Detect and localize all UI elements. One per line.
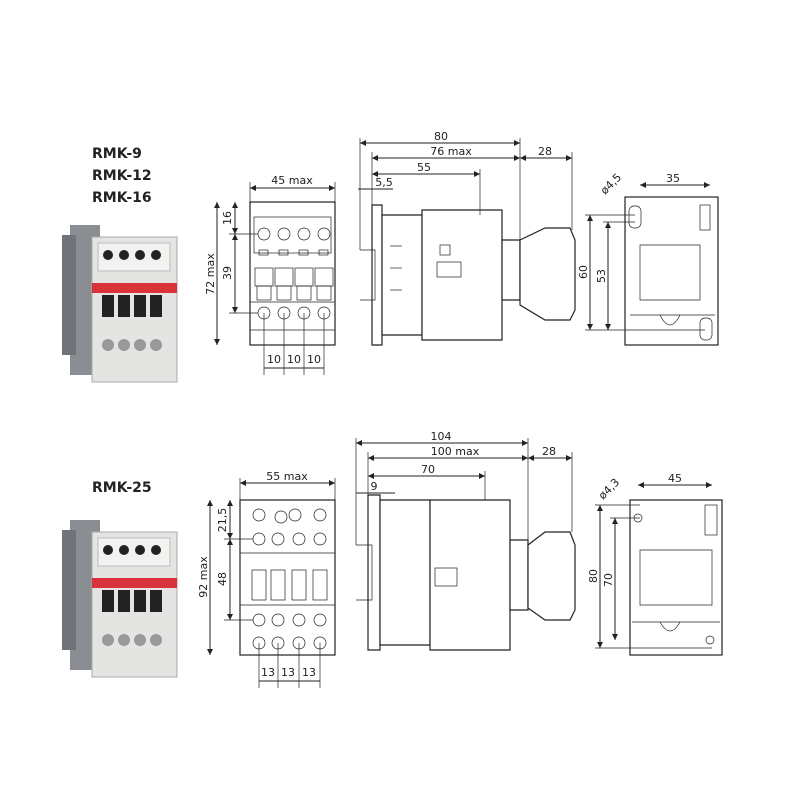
- dim-height: 72 max: [204, 253, 217, 295]
- dim-h2: 53: [595, 269, 608, 283]
- model-labels-small: RMK-9 RMK-12 RMK-16: [92, 146, 152, 206]
- rear-view-small: 35 ø4,5 60 53: [577, 171, 719, 346]
- dim-mount-width: 35: [666, 172, 680, 185]
- dim-pitch: 10: [307, 353, 321, 366]
- model-label: RMK-12: [92, 168, 152, 184]
- dim-accessory: 28: [542, 445, 556, 458]
- dim-rail: 5,5: [375, 176, 393, 189]
- side-view-large: 104 100 max 28 70 9: [355, 430, 576, 651]
- dim-pitch: 10: [287, 353, 301, 366]
- front-view-small: 45 max 72 max 16 39 10 10 10: [204, 174, 336, 375]
- dim-depth-max: 76 max: [430, 145, 472, 158]
- side-view-small: 80 76 max 28 55 5,5: [358, 130, 576, 346]
- dim-width: 55 max: [266, 470, 308, 483]
- model-label: RMK-25: [92, 480, 152, 496]
- model-label: RMK-16: [92, 190, 152, 206]
- dim-pitch: 13: [261, 666, 275, 679]
- dim-d1: 16: [221, 211, 234, 225]
- dim-h2: 70: [602, 573, 615, 587]
- dim-hole: ø4,3: [596, 476, 622, 502]
- dim-accessory: 28: [538, 145, 552, 158]
- dim-pitch: 10: [267, 353, 281, 366]
- dim-d2: 39: [221, 266, 234, 280]
- product-photo-rmk-25: [61, 519, 178, 678]
- dim-hole: ø4,5: [598, 171, 624, 197]
- dim-70: 70: [421, 463, 435, 476]
- dim-d2: 48: [216, 572, 229, 586]
- dim-h1: 60: [577, 265, 590, 279]
- model-label: RMK-9: [92, 146, 142, 162]
- dim-mount-width: 45: [668, 472, 682, 485]
- dim-depth-total: 104: [431, 430, 452, 443]
- dim-h1: 80: [587, 569, 600, 583]
- dim-depth-max: 100 max: [431, 445, 480, 458]
- dim-width: 45 max: [271, 174, 313, 187]
- dim-pitch: 13: [302, 666, 316, 679]
- dim-depth-total: 80: [434, 130, 448, 143]
- product-photo-rmk-9: [61, 224, 178, 383]
- dim-d1: 21,5: [216, 508, 229, 533]
- rear-view-large: 45 ø4,3 80 70: [587, 472, 723, 656]
- dim-pitch: 13: [281, 666, 295, 679]
- dim-rail: 9: [371, 480, 378, 493]
- front-view-large: 55 max 92 max 21,5 48 13 13 13: [197, 470, 336, 688]
- dim-55: 55: [417, 161, 431, 174]
- dim-height: 92 max: [197, 556, 210, 598]
